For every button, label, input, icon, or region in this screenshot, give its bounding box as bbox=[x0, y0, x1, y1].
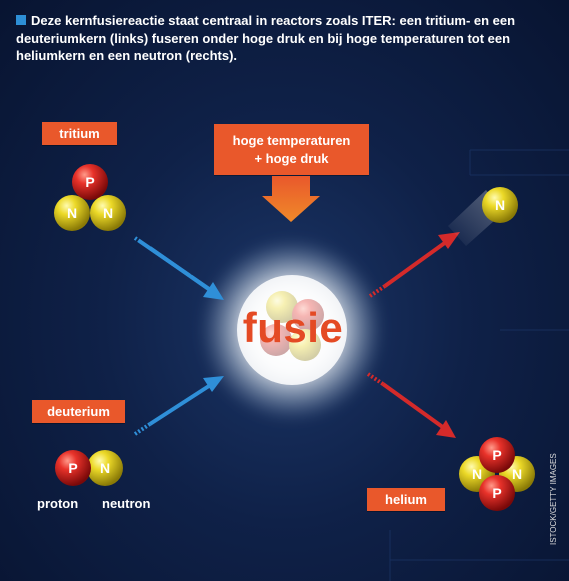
arrow-helium-out bbox=[366, 372, 456, 438]
proton-caption: proton bbox=[37, 496, 79, 511]
deuterium-neutron-letter: N bbox=[100, 460, 110, 476]
caption: Deze kernfusiereactie staat centraal in … bbox=[16, 12, 536, 65]
helium-proton-letter-top: P bbox=[492, 447, 501, 463]
neutron-particle: N bbox=[482, 187, 518, 223]
fusion-label: fusie bbox=[242, 304, 344, 351]
helium-label: helium bbox=[367, 488, 445, 511]
tritium-label: tritium bbox=[42, 122, 117, 145]
conditions-line-1: hoge temperaturen bbox=[232, 132, 351, 148]
fusion-particles bbox=[260, 291, 324, 361]
deuterium-label: deuterium bbox=[32, 400, 125, 423]
arrow-tritium-in bbox=[133, 236, 224, 300]
tritium-neutron-letter-right: N bbox=[103, 205, 113, 221]
helium-neutron-letter-left: N bbox=[472, 466, 482, 482]
arrow-deuterium-in bbox=[133, 376, 224, 436]
free-neutron-letter: N bbox=[495, 197, 505, 213]
deuterium-proton-letter: P bbox=[68, 460, 77, 476]
helium-nucleus: N N P P bbox=[459, 437, 535, 511]
caption-marker bbox=[16, 15, 26, 25]
conditions-label: hoge temperaturen + hoge druk bbox=[214, 124, 369, 175]
tritium-nucleus: P N N bbox=[54, 164, 126, 231]
background-lines bbox=[389, 149, 569, 581]
helium-proton-letter-bottom: P bbox=[492, 485, 501, 501]
tritium-neutron-letter-left: N bbox=[67, 205, 77, 221]
tritium-proton-letter: P bbox=[85, 174, 94, 190]
arrow-neutron-out bbox=[368, 232, 460, 298]
helium-neutron-letter-right: N bbox=[512, 466, 522, 482]
condition-arrow bbox=[262, 176, 320, 222]
image-credit: ISTOCK/GETTY IMAGES bbox=[549, 453, 558, 545]
neutron-caption: neutron bbox=[102, 496, 151, 511]
caption-text: Deze kernfusiereactie staat centraal in … bbox=[16, 13, 516, 63]
fusion-core bbox=[237, 275, 347, 385]
deuterium-nucleus: P N bbox=[55, 450, 123, 486]
conditions-line-2: + hoge druk bbox=[254, 150, 329, 166]
